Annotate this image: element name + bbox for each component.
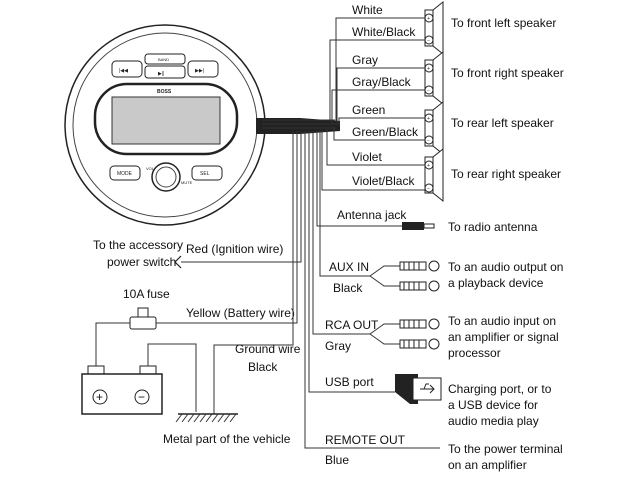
rca-color: Gray	[325, 339, 351, 353]
battery-wire-label: Yellow (Battery wire)	[186, 306, 295, 320]
antenna-plug	[402, 222, 435, 230]
sel-button-label: SEL	[200, 171, 210, 177]
aux-rca-plug-1	[399, 260, 440, 272]
ignition-dest-2: power switch	[107, 255, 176, 269]
remote-label: REMOTE OUT	[325, 433, 406, 447]
ground-dest: Metal part of the vehicle	[163, 432, 291, 446]
rca-label: RCA OUT	[325, 318, 379, 332]
fuse-holder	[129, 307, 157, 330]
wire-label-white: White	[352, 3, 383, 17]
speaker-front-left: + −	[424, 0, 444, 56]
ground-wire-color: Black	[248, 360, 278, 374]
svg-text:−: −	[427, 186, 430, 192]
dest-remote-1: To the power terminal	[448, 442, 563, 456]
wire-label-gray-black: Gray/Black	[352, 75, 412, 89]
svg-text:+: +	[427, 163, 430, 169]
mode-button-label: MODE	[117, 171, 133, 177]
mute-label: MUTE	[181, 180, 193, 185]
rca-out-plug-2	[399, 338, 440, 350]
chassis-ground-icon	[175, 413, 238, 423]
battery-minus-sign: −	[138, 390, 145, 404]
dest-usb-1: Charging port, or to	[448, 382, 552, 396]
dest-antenna: To radio antenna	[448, 220, 538, 234]
sel-button[interactable]	[191, 165, 223, 181]
speaker-wires	[321, 17, 425, 191]
svg-text:−: −	[427, 88, 430, 94]
rca-out-plug-1	[399, 318, 440, 330]
dest-rca-2: an amplifier or signal	[448, 330, 559, 344]
wire-label-violet: Violet	[352, 150, 382, 164]
svg-text:−: −	[427, 138, 430, 144]
prev-button-label: |◀◀	[119, 68, 128, 74]
aux-color: Black	[333, 281, 363, 295]
svg-text:−: −	[427, 38, 430, 44]
lcd-display	[111, 96, 221, 145]
dest-aux-1: To an audio output on	[448, 260, 563, 274]
prev-button[interactable]	[111, 60, 143, 78]
svg-text:+: +	[427, 16, 430, 22]
wire-label-green-black: Green/Black	[352, 125, 419, 139]
wire-harness	[256, 118, 340, 134]
dest-rear-right: To rear right speaker	[451, 167, 561, 181]
fuse-label: 10A fuse	[123, 287, 170, 301]
wire-label-gray: Gray	[352, 53, 378, 67]
ignition-wire-label: Red (Ignition wire)	[186, 242, 283, 256]
ignition-dest-1: To the accessory	[93, 238, 183, 252]
dest-rear-left: To rear left speaker	[451, 116, 554, 130]
next-button[interactable]	[187, 60, 219, 78]
dest-front-left: To front left speaker	[451, 16, 556, 30]
play-pause-button[interactable]	[144, 65, 186, 79]
wire-label-green: Green	[352, 103, 385, 117]
dest-rca-3: processor	[448, 346, 501, 360]
brand-logo: BOSS	[157, 89, 172, 95]
dest-rca-1: To an audio input on	[448, 314, 556, 328]
dest-usb-3: audio media play	[448, 414, 539, 428]
usb-connector	[395, 374, 442, 404]
mode-button[interactable]	[109, 165, 141, 181]
dest-remote-2: on an amplifier	[448, 458, 527, 472]
svg-text:+: +	[427, 116, 430, 122]
next-button-label: ▶▶|	[195, 68, 204, 74]
dest-usb-2: a USB device for	[448, 398, 538, 412]
wire-label-white-black: White/Black	[352, 25, 416, 39]
battery-negative-terminal	[134, 389, 150, 405]
remote-color: Blue	[325, 453, 349, 467]
battery-positive-terminal	[92, 389, 108, 405]
battery: + −	[81, 365, 163, 415]
band-button-label: BAND	[158, 57, 169, 62]
volume-label: VOL	[146, 166, 155, 171]
usb-label: USB port	[325, 375, 374, 389]
speaker-rear-left: + −	[424, 100, 444, 156]
speaker-rear-right: + −	[424, 147, 444, 203]
band-button[interactable]	[144, 53, 186, 65]
play-pause-label: ▶||	[158, 71, 164, 77]
battery-plus-sign: +	[96, 390, 103, 404]
aux-rca-plug-2	[399, 280, 440, 292]
dest-front-right: To front right speaker	[451, 66, 564, 80]
ground-wire-label: Ground wire	[235, 342, 301, 356]
speaker-front-right: + −	[424, 50, 444, 106]
head-unit: |◀◀ BAND ▶|| ▶▶| BOSS MODE VOL MUTE SEL	[64, 24, 266, 226]
aux-label: AUX IN	[329, 260, 369, 274]
svg-text:+: +	[427, 66, 430, 72]
dest-aux-2: a playback device	[448, 276, 544, 290]
antenna-label: Antenna jack	[337, 208, 407, 222]
wire-label-violet-black: Violet/Black	[352, 174, 415, 188]
